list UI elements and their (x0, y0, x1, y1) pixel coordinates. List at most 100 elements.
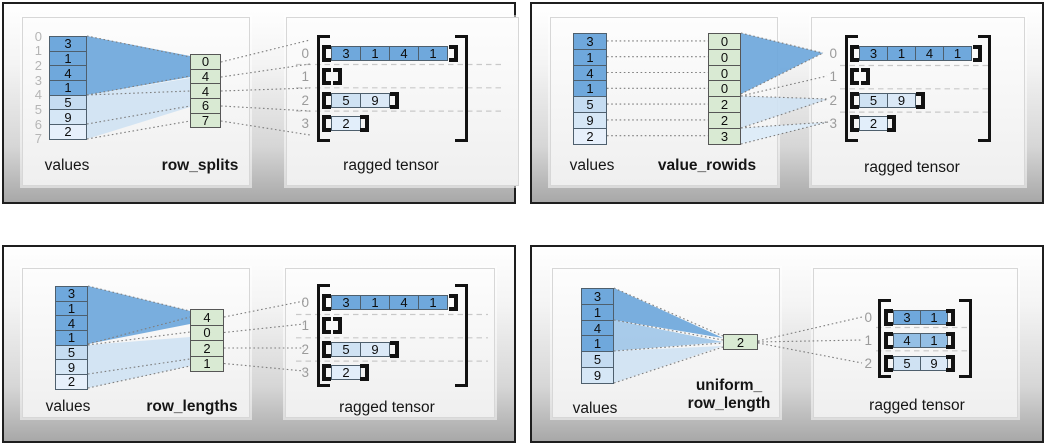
row-bracket-right (333, 68, 342, 86)
ragged-cell: 2 (331, 364, 361, 380)
ragged-cell: 1 (360, 295, 390, 310)
funnel-connector-lines (607, 32, 992, 145)
funnel-connector-lines (87, 285, 488, 389)
boundary-index-label: 3 (34, 72, 42, 88)
value-rowids-cell: 0 (708, 64, 741, 82)
row-index-label: 2 (301, 341, 309, 357)
value-rowids-cell: 0 (708, 80, 741, 98)
method-label: value_rowids (657, 157, 757, 174)
ragged-cell: 3 (859, 46, 888, 61)
value-rowids-cell: 0 (708, 33, 741, 50)
ragged-cell: 1 (418, 46, 448, 61)
row-index-label: 2 (829, 92, 837, 108)
row-lengths-cell: 4 (190, 309, 224, 326)
values-cell: 1 (573, 80, 607, 98)
row-bracket-left (322, 114, 331, 132)
row-index-label: 0 (301, 46, 309, 61)
ragged-row: 5 9 (331, 92, 390, 108)
row-bracket-left (322, 363, 331, 381)
ragged-cell: 3 (331, 46, 361, 61)
ragged-row: 3 1 4 1 (331, 295, 448, 310)
method-label: row_splits (161, 157, 239, 174)
row-splits-cell: 7 (190, 112, 221, 129)
row-bracket-right (360, 114, 369, 132)
values-column: 3 1 4 1 5 9 2 (49, 36, 87, 140)
row-bracket-right (390, 91, 399, 109)
values-cell: 4 (573, 64, 607, 82)
ragged-tensor-label: ragged tensor (869, 397, 965, 414)
row-bracket-left (322, 91, 331, 109)
values-cell: 5 (573, 96, 607, 113)
method-label: row_lengths (146, 398, 238, 415)
values-cell: 1 (55, 330, 88, 346)
ragged-row: 3 1 4 1 (331, 46, 448, 61)
boundary-index-label: 1 (34, 43, 42, 59)
ragged-row: 3 1 (893, 310, 948, 325)
row-lengths-cell: 2 (190, 340, 224, 357)
values-cell: 1 (581, 335, 614, 353)
outer-bracket-left (845, 35, 858, 142)
boundary-index-label: 7 (34, 131, 42, 147)
ragged-cell: 1 (887, 46, 916, 61)
boundary-index-label: 6 (34, 116, 42, 132)
boundary-index-label: 5 (34, 102, 42, 117)
ragged-cell: 9 (887, 92, 916, 108)
ragged-cell: 5 (893, 356, 921, 371)
row-splits-cell: 0 (190, 54, 221, 70)
values-cell: 5 (49, 94, 87, 111)
ragged-row: 5 9 (893, 356, 948, 371)
ragged-cell: 4 (389, 295, 419, 310)
row-bracket-left (322, 317, 331, 335)
row-index-label: 2 (864, 356, 872, 371)
row-index-label: 1 (829, 69, 837, 85)
ragged-tensor-label: ragged tensor (343, 157, 439, 174)
row-bracket-left (884, 332, 893, 349)
values-cell: 9 (581, 366, 614, 384)
outer-bracket-right (978, 35, 991, 142)
values-label: values (45, 398, 91, 415)
row-bracket-right (887, 114, 896, 132)
ragged-cell: 1 (418, 295, 448, 310)
row-bracket-left (322, 45, 331, 62)
row-bracket-left (850, 68, 859, 86)
ragged-cell: 3 (331, 295, 361, 310)
outer-bracket-left (317, 35, 330, 142)
row-bracket-right (333, 317, 342, 335)
ragged-cell: 2 (331, 115, 361, 131)
values-cell: 4 (49, 65, 87, 82)
ragged-row: 2 (331, 364, 361, 380)
row-bracket-left (322, 340, 331, 358)
ragged-cell: 4 (389, 46, 419, 61)
funnel-connector-lines (613, 287, 968, 384)
row-index-label: 3 (301, 364, 309, 380)
row-index-label: 1 (301, 318, 309, 334)
row-index-label: 1 (301, 69, 309, 85)
ragged-cell: 9 (360, 341, 390, 357)
uniform-row-length-cell: 2 (723, 334, 758, 350)
outer-bracket-right (455, 284, 468, 387)
row-lengths-column: 4 0 2 1 (190, 309, 224, 372)
ragged-cell: 9 (360, 92, 390, 108)
ragged-row: 3 1 4 1 (859, 46, 972, 61)
value-rowids-cell: 0 (708, 48, 741, 66)
funnel-connector-lines (86, 35, 504, 140)
values-cell: 9 (573, 111, 607, 129)
row-bracket-right (916, 91, 925, 109)
row-index-label: 1 (864, 333, 872, 348)
boundary-index-label: 4 (34, 87, 42, 103)
values-cell: 3 (581, 288, 614, 305)
ragged-row: 2 (859, 115, 888, 131)
values-cell: 4 (581, 319, 614, 337)
row-index-label: 3 (829, 115, 837, 131)
ragged-cell: 5 (331, 92, 361, 108)
row-bracket-right (973, 45, 982, 62)
ragged-cell: 3 (893, 310, 921, 325)
values-cell: 3 (573, 33, 607, 50)
ragged-cell: 1 (920, 333, 948, 348)
outer-bracket-right (959, 299, 972, 378)
diagram-uniform-row-length: 3 1 4 1 5 9 2 values uniform_ row_length… (530, 245, 1044, 443)
values-column: 3 1 4 1 5 9 (581, 288, 614, 384)
values-cell: 2 (55, 374, 88, 390)
values-cell: 1 (49, 80, 87, 96)
